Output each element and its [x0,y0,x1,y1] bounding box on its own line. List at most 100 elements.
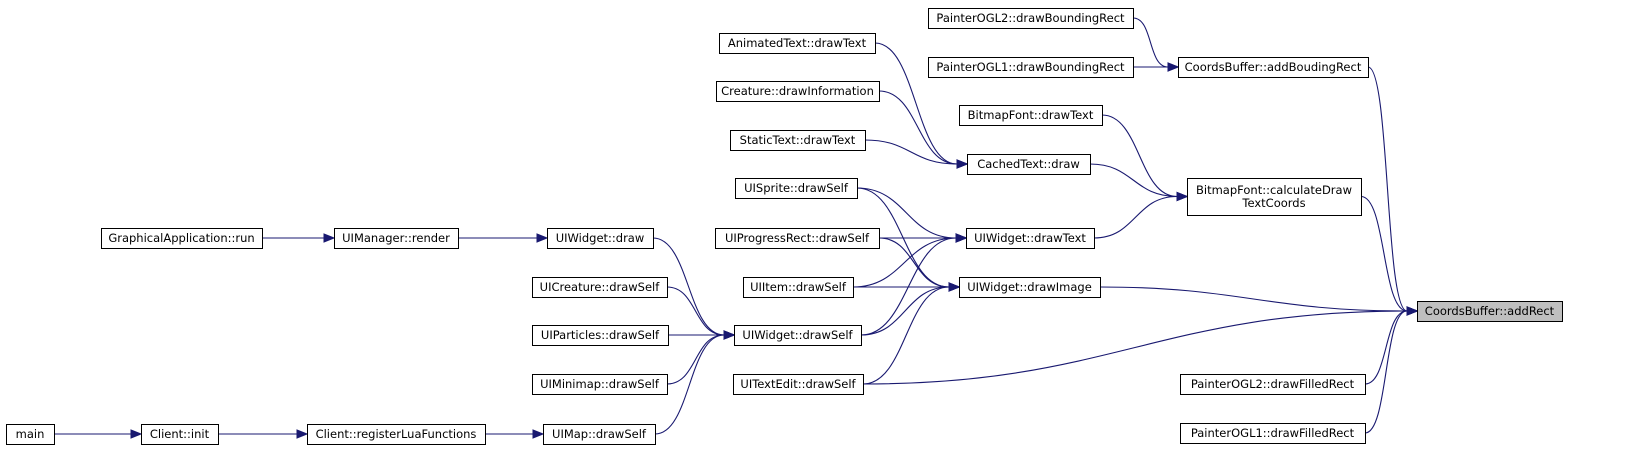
node-graphical-run[interactable]: GraphicalApplication::run [101,228,263,249]
arrowhead [323,233,336,243]
node-box [959,277,1101,298]
node-animatedtext-drawtext[interactable]: AnimatedText::drawText [719,33,876,54]
node-uitextedit-drawself[interactable]: UITextEdit::drawSelf [733,374,864,395]
node-label: BitmapFont::drawText [968,108,1094,122]
edge-uiminimap-drawself-to-uiwidget-drawself [666,334,725,385]
node-box [101,228,263,249]
node-uiwidget-drawimage[interactable]: UIWidget::drawImage [959,277,1101,298]
node-client-init[interactable]: Client::init [141,424,219,445]
node-label: UICreature::drawSelf [540,280,661,294]
node-coordsbuffer-addboudingrect[interactable]: CoordsBuffer::addBoudingRect [1178,57,1369,78]
edge-bitmapfont-calc-to-coordsbuffer-addrect [1360,195,1408,312]
node-box [959,105,1103,126]
node-box [547,228,654,249]
node-paintergl2-filled[interactable]: PainterOGL2::drawFilledRect [1180,374,1366,395]
node-uisprite-drawself[interactable]: UISprite::drawSelf [735,178,858,199]
node-box [1178,57,1369,78]
node-main[interactable]: main [6,424,55,445]
node-uiwidget-drawself[interactable]: UIWidget::drawSelf [734,325,862,346]
node-label: BitmapFont::calculateDraw [1196,183,1352,197]
node-paintergl2-bounding[interactable]: PainterOGL2::drawBoundingRect [928,8,1134,29]
edge-uiwidget-drawself-to-uiwidget-drawimage [860,286,950,336]
node-uimap-drawself[interactable]: UIMap::drawSelf [543,424,656,445]
node-box [543,424,656,445]
node-bitmapfont-drawtext[interactable]: BitmapFont::drawText [959,105,1103,126]
node-label: Creature::drawInformation [721,84,874,98]
edge-uitextedit-drawself-to-coordsbuffer-addrect [862,310,1408,385]
node-label: UITextEdit::drawSelf [740,377,856,391]
node-label: Client::registerLuaFunctions [316,427,477,441]
node-label: CoordsBuffer::addRect [1425,304,1555,318]
node-label: StaticText::drawText [740,133,856,147]
edge-creature-drawinfo-to-cachedtext-draw [878,90,958,165]
node-box [141,424,219,445]
node-cachedtext-draw[interactable]: CachedText::draw [967,154,1091,175]
arrowhead [1176,191,1189,202]
edge-coordsbuffer-addboudingrect-to-coordsbuffer-addrect [1367,66,1408,312]
node-box [966,228,1095,249]
node-label: UIWidget::drawSelf [742,328,853,342]
node-box [1180,423,1366,444]
node-label: UIWidget::drawImage [967,280,1092,294]
node-uicreature-drawself[interactable]: UICreature::drawSelf [532,277,668,298]
arrowhead [948,282,961,292]
edge-paintergl1-filled-to-coordsbuffer-addrect [1364,310,1408,434]
node-label: main [16,427,45,441]
node-label: TextCoords [1241,196,1305,210]
node-box [532,277,668,298]
node-box [719,33,876,54]
node-box [735,178,858,199]
node-label: UIItem::drawSelf [750,280,847,294]
node-uiitem-drawself[interactable]: UIItem::drawSelf [743,277,854,298]
node-uimanager-render[interactable]: UIManager::render [334,228,459,249]
node-uiparticles-drawself[interactable]: UIParticles::drawSelf [532,325,669,346]
node-box [1417,301,1563,322]
node-box [730,130,866,151]
node-label: PainterOGL2::drawBoundingRect [936,11,1125,25]
node-box [334,228,459,249]
edge-statictext-drawtext-to-cachedtext-draw [864,139,958,165]
node-statictext-drawtext[interactable]: StaticText::drawText [730,130,866,151]
node-box [6,424,55,445]
node-box [743,277,854,298]
arrowhead [723,330,736,340]
edge-uiitem-drawself-to-uiwidget-drawtext [852,237,957,288]
node-box [733,374,864,395]
edges-layer [54,17,1419,439]
node-label: PainterOGL1::drawFilledRect [1191,426,1355,440]
node-client-reg[interactable]: Client::registerLuaFunctions [307,424,486,445]
edge-uicreature-drawself-to-uiwidget-drawself [666,286,725,336]
edge-animatedtext-drawtext-to-cachedtext-draw [874,42,958,165]
edge-paintergl2-filled-to-coordsbuffer-addrect [1364,310,1408,385]
node-label: PainterOGL1::drawBoundingRect [936,60,1125,74]
arrowhead [1406,306,1419,316]
arrowhead [532,429,545,439]
edge-uimap-drawself-to-uiwidget-drawself [654,334,725,435]
node-uiminimap-drawself[interactable]: UIMinimap::drawSelf [532,374,668,395]
node-label: AnimatedText::drawText [728,36,867,50]
node-label: UIProgressRect::drawSelf [725,231,870,245]
arrowhead [955,233,968,243]
node-coordsbuffer-addrect[interactable]: CoordsBuffer::addRect [1417,301,1563,322]
node-label: UISprite::drawSelf [744,181,849,195]
node-uiwidget-drawtext[interactable]: UIWidget::drawText [966,228,1095,249]
edge-cachedtext-draw-to-bitmapfont-calc [1089,163,1178,198]
node-label: UIMap::drawSelf [552,427,647,441]
node-uiwidget-draw[interactable]: UIWidget::draw [547,228,654,249]
arrowhead [296,429,309,439]
node-box [1187,178,1362,216]
node-creature-drawinfo[interactable]: Creature::drawInformation [716,81,880,102]
edge-uiprogressrect-drawself-to-uiwidget-drawimage [878,237,950,288]
node-label: UIParticles::drawSelf [541,328,660,342]
node-uiprogressrect-drawself[interactable]: UIProgressRect::drawSelf [715,228,880,249]
node-paintergl1-filled[interactable]: PainterOGL1::drawFilledRect [1180,423,1366,444]
node-box [734,325,862,346]
node-box [532,374,668,395]
node-label: Client::init [150,427,210,441]
node-box [928,8,1134,29]
arrowhead [1167,62,1180,72]
edge-uiwidget-drawimage-to-coordsbuffer-addrect [1099,286,1408,312]
node-paintergl1-bounding[interactable]: PainterOGL1::drawBoundingRect [928,57,1134,78]
